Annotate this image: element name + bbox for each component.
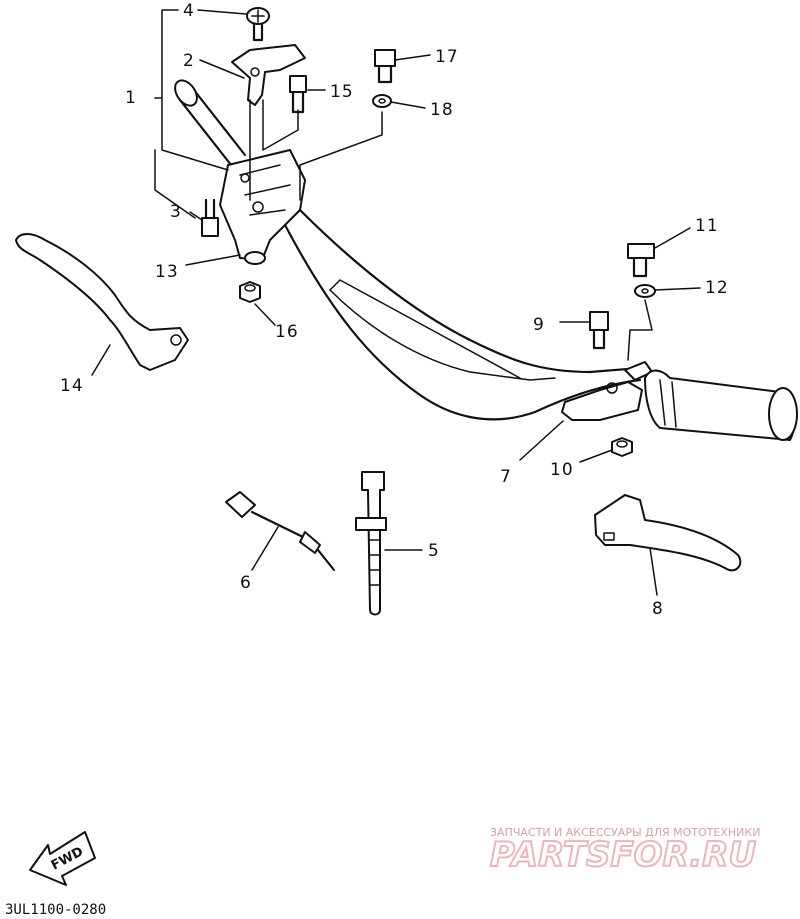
callout-9: 9: [533, 315, 545, 335]
callout-4: 4: [183, 1, 195, 21]
cable-tie: [355, 471, 387, 616]
callout-13: 13: [155, 262, 179, 282]
callout-16: 16: [275, 322, 299, 342]
nut-10: [611, 437, 633, 457]
callout-12: 12: [705, 278, 729, 298]
clutch-lever: [15, 233, 189, 371]
bolt-9: [589, 311, 609, 350]
washer-12: [634, 284, 656, 298]
callout-18: 18: [430, 100, 454, 120]
callout-2: 2: [183, 51, 195, 71]
cable-6: [225, 491, 336, 572]
leader-lines: [91, 9, 701, 596]
left-grip: [174, 79, 247, 172]
bolt-17: [374, 49, 396, 84]
watermark-tagline: ЗАПЧАСТИ И АКСЕССУАРЫ ДЛЯ МОТОТЕХНИКИ: [490, 826, 760, 839]
washer-18: [372, 94, 392, 108]
brake-lever: [594, 494, 742, 572]
bolt-11: [627, 243, 655, 278]
clamp-bracket: [231, 44, 306, 106]
callout-14: 14: [60, 376, 84, 396]
right-grip: [644, 369, 798, 441]
bolt-3: [201, 198, 219, 237]
nut-16: [239, 281, 261, 303]
screw-4: [246, 7, 270, 42]
callout-15: 15: [330, 82, 354, 102]
callout-8: 8: [652, 599, 664, 619]
callout-10: 10: [550, 460, 574, 480]
callout-labels: 4 2 1 3 13 16 14 15 17 18 11 12 9 10 7 5…: [60, 1, 729, 619]
fwd-arrow-icon: FWD: [29, 831, 96, 886]
callout-6: 6: [240, 573, 252, 593]
callout-7: 7: [500, 467, 512, 487]
callout-3: 3: [170, 202, 182, 222]
callout-11: 11: [695, 216, 719, 236]
callout-1: 1: [125, 88, 137, 108]
drawing-code: 3UL1100-0280: [5, 902, 106, 918]
lever-holder: [219, 149, 306, 265]
watermark-brand: PARTSFOR.RU: [490, 835, 756, 875]
watermark: ЗАПЧАСТИ И АКСЕССУАРЫ ДЛЯ МОТОТЕХНИКИ PA…: [489, 826, 760, 876]
handlebar: [283, 207, 642, 421]
bolt-15: [289, 75, 307, 114]
callout-17: 17: [435, 47, 459, 67]
callout-5: 5: [428, 541, 440, 561]
